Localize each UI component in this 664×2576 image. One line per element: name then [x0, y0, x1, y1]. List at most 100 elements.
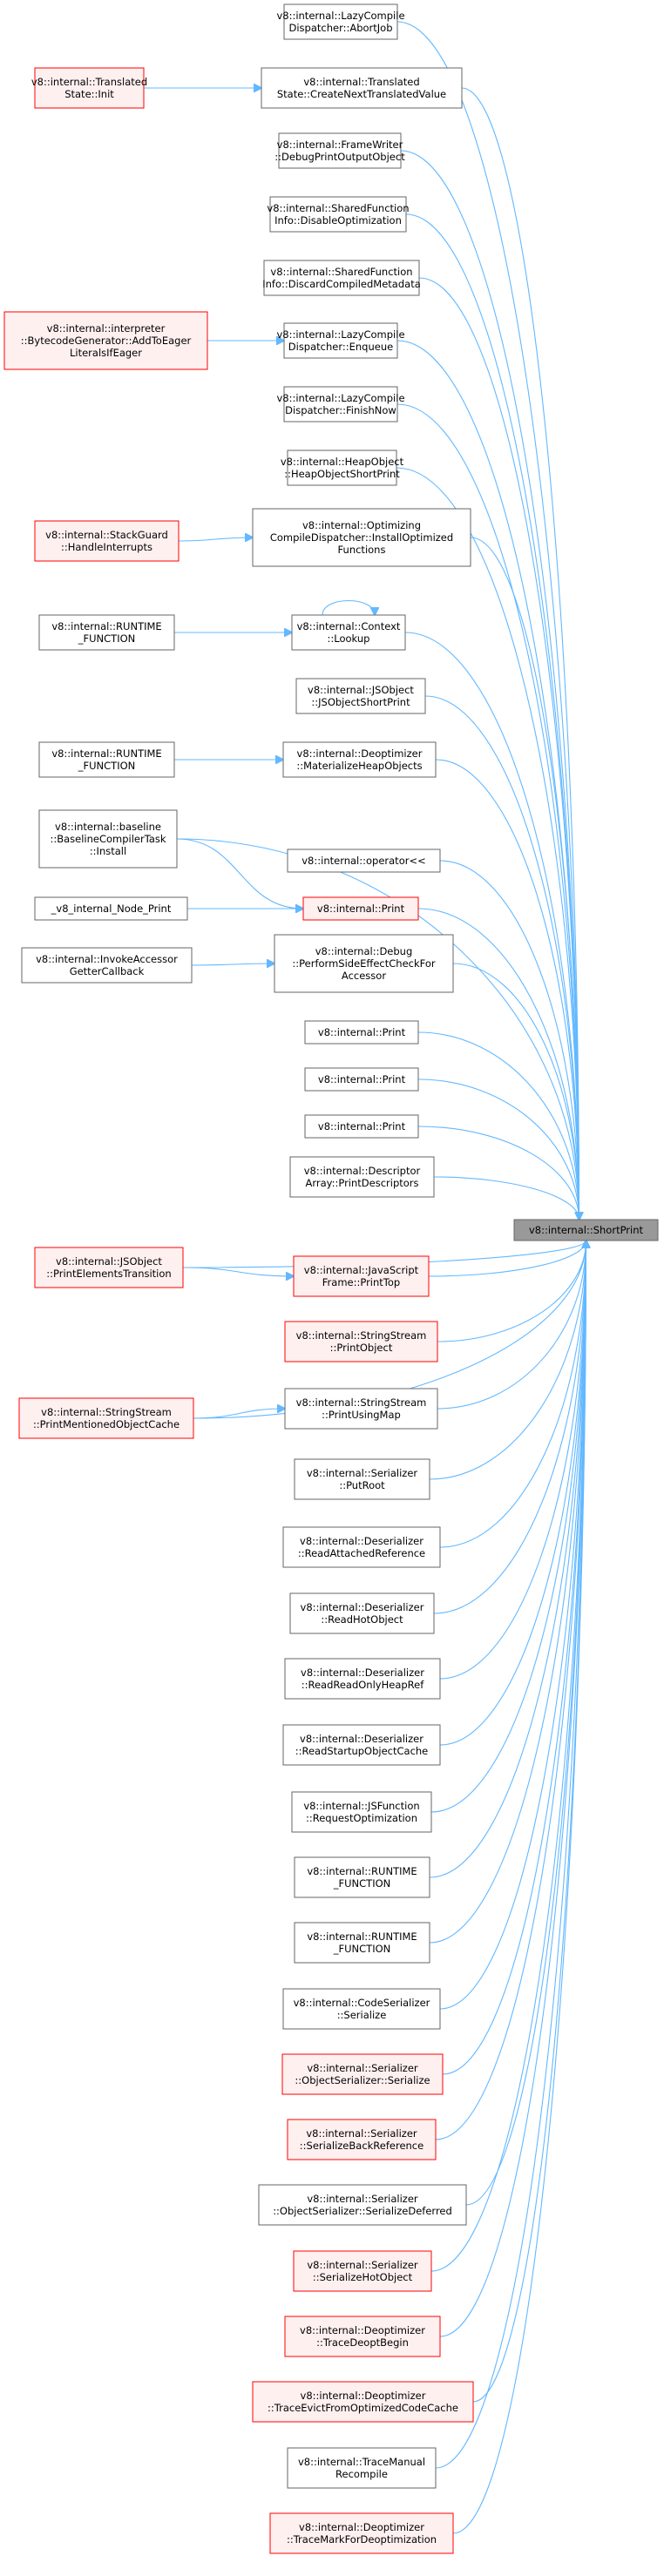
node-stackguard[interactable]: v8::internal::StackGuard::HandleInterrup…: [34, 520, 180, 562]
node-label-line: v8::internal::operator<<: [302, 855, 425, 867]
node-box: [284, 1388, 438, 1430]
node-label-line: v8::internal::StringStream: [296, 1329, 427, 1342]
node-ser_hot[interactable]: v8::internal::Serializer::SerializeHotOb…: [293, 2250, 432, 2292]
node-label-line: v8::internal::Deserializer: [300, 1733, 423, 1745]
edge-ser_putroot-to-shortprint: [429, 1241, 586, 1480]
target-node-shortprint[interactable]: v8::internal::ShortPrint: [513, 1219, 659, 1241]
node-label-line: v8::internal::Descriptor: [304, 1165, 421, 1177]
edge-heapobj-to-shortprint: [396, 467, 579, 1220]
node-print4[interactable]: v8::internal::Print: [304, 1114, 419, 1139]
edge-descarray-to-shortprint: [433, 1176, 579, 1220]
node-box: [21, 947, 193, 984]
edge-ss_usingmap-to-shortprint: [437, 1241, 586, 1410]
node-objser_def[interactable]: v8::internal::Serializer::ObjectSerializ…: [258, 2184, 467, 2226]
node-jsfunc_reqopt[interactable]: v8::internal::JSFunction::RequestOptimiz…: [291, 1791, 432, 1833]
node-op_lshift[interactable]: v8::internal::operator<<: [287, 849, 441, 873]
node-label-line: _v8_internal_Node_Print: [51, 903, 172, 915]
edge-print4-to-shortprint: [417, 1126, 579, 1220]
node-jsobj_short[interactable]: v8::internal::JSObject::JSObjectShortPri…: [295, 678, 426, 714]
node-sfi_discard[interactable]: v8::internal::SharedFunctionInfo::Discar…: [262, 260, 421, 296]
node-ss_mentioned[interactable]: v8::internal::StringStream::PrintMention…: [18, 1397, 194, 1439]
node-invokeaccessor[interactable]: v8::internal::InvokeAccessorGetterCallba…: [21, 947, 193, 984]
node-ss_usingmap[interactable]: v8::internal::StringStream::PrintUsingMa…: [284, 1388, 438, 1430]
node-label-line: ::HeapObjectShortPrint: [284, 468, 400, 480]
node-label-line: State::CreateNextTranslatedValue: [277, 88, 446, 100]
node-ctx_lookup[interactable]: v8::internal::Context::Lookup: [291, 614, 406, 651]
node-lazy_enqueue[interactable]: v8::internal::LazyCompileDispatcher::Enq…: [276, 322, 405, 359]
node-print3[interactable]: v8::internal::Print: [304, 1067, 419, 1092]
node-label-line: v8::internal::Print: [318, 1120, 406, 1132]
node-label-line: Functions: [338, 544, 386, 556]
node-label-line: _FUNCTION: [78, 632, 136, 645]
node-runtime1[interactable]: v8::internal::RUNTIME_FUNCTION: [38, 614, 175, 651]
node-box: [284, 1321, 438, 1362]
node-des_hot[interactable]: v8::internal::Deserializer::ReadHotObjec…: [289, 1592, 435, 1634]
node-sfi_disable[interactable]: v8::internal::SharedFunctionInfo::Disabl…: [267, 196, 410, 233]
node-deopt_evict[interactable]: v8::internal::Deoptimizer::TraceEvictFro…: [252, 2381, 474, 2423]
node-bytecodegen[interactable]: v8::internal::interpreter::BytecodeGener…: [3, 311, 208, 370]
node-box: [293, 2250, 432, 2292]
node-label-line: Info::DisableOptimization: [274, 214, 402, 226]
node-ss_printobj[interactable]: v8::internal::StringStream::PrintObject: [284, 1321, 438, 1362]
edge-sfi_disable-to-shortprint: [405, 213, 579, 1220]
node-runtime4[interactable]: v8::internal::RUNTIME_FUNCTION: [294, 1922, 430, 1964]
node-ser_backref[interactable]: v8::internal::Serializer::SerializeBackR…: [287, 2119, 437, 2160]
node-des_startup[interactable]: v8::internal::Deserializer::ReadStartupO…: [282, 1724, 441, 1766]
node-box: [38, 614, 175, 651]
node-baseline[interactable]: v8::internal::baseline::BaselineCompiler…: [38, 809, 178, 869]
node-box: [278, 132, 402, 169]
node-des_attached[interactable]: v8::internal::Deserializer::ReadAttached…: [282, 1526, 441, 1568]
node-optcompile[interactable]: v8::internal::OptimizingCompileDispatche…: [252, 508, 471, 567]
node-runtime2[interactable]: v8::internal::RUNTIME_FUNCTION: [38, 741, 175, 778]
node-jsobj_elem[interactable]: v8::internal::JSObject::PrintElementsTra…: [34, 1247, 184, 1288]
edge-deopt_mat-to-shortprint: [435, 759, 579, 1220]
node-label-line: v8::internal::JSObject: [308, 684, 414, 696]
node-label-line: Recompile: [335, 2468, 388, 2480]
node-lazy_finish[interactable]: v8::internal::LazyCompileDispatcher::Fin…: [276, 386, 405, 423]
edge-jsobj_elem-to-jsframe: [182, 1267, 294, 1276]
node-label-line: _FUNCTION: [333, 1943, 391, 1955]
node-objser_ser[interactable]: v8::internal::Serializer::ObjectSerializ…: [281, 2053, 444, 2095]
node-ser_putroot[interactable]: v8::internal::Serializer::PutRoot: [294, 1458, 430, 1500]
node-deopt_mat[interactable]: v8::internal::Deoptimizer::MaterializeHe…: [282, 741, 437, 778]
node-framewriter[interactable]: v8::internal::FrameWriter::DebugPrintOut…: [274, 132, 405, 169]
node-label-line: v8::internal::JavaScript: [304, 1264, 419, 1276]
node-label-line: v8::internal::Deserializer: [300, 1535, 423, 1547]
node-abortjob[interactable]: v8::internal::LazyCompileDispatcher::Abo…: [276, 3, 405, 40]
node-ts_create[interactable]: v8::internal::TranslatedState::CreateNex…: [261, 67, 463, 109]
edge-deopt_mark-to-shortprint: [452, 1241, 586, 2534]
node-descarray[interactable]: v8::internal::DescriptorArray::PrintDesc…: [289, 1156, 435, 1198]
node-label-line: ::ReadStartupObjectCache: [295, 1745, 429, 1757]
edge-tracemanual-to-shortprint: [435, 1241, 586, 2469]
edge-print2-to-shortprint: [417, 1031, 579, 1220]
edge-print_red-to-shortprint: [417, 908, 579, 1220]
edge-debug_side-to-shortprint: [452, 963, 579, 1220]
node-label-line: CompileDispatcher::InstallOptimized: [270, 531, 453, 544]
node-box: [269, 2512, 454, 2554]
edge-sfi_discard-to-shortprint: [418, 277, 579, 1220]
edge-jsobj_short-to-shortprint: [424, 695, 579, 1220]
edge-des_attached-to-shortprint: [439, 1241, 586, 1548]
node-box: [34, 67, 145, 109]
node-deopt_mark[interactable]: v8::internal::Deoptimizer::TraceMarkForD…: [269, 2512, 454, 2554]
node-label-line: v8::internal::JSObject: [56, 1255, 162, 1268]
node-label-line: ::PrintObject: [330, 1342, 393, 1354]
node-print2[interactable]: v8::internal::Print: [304, 1020, 419, 1045]
node-codeser[interactable]: v8::internal::CodeSerializer::Serialize: [282, 1988, 441, 2030]
node-deopt_begin[interactable]: v8::internal::Deoptimizer::TraceDeoptBeg…: [284, 2316, 441, 2357]
node-node_print[interactable]: _v8_internal_Node_Print: [34, 896, 188, 921]
node-runtime3[interactable]: v8::internal::RUNTIME_FUNCTION: [294, 1856, 430, 1898]
node-debug_side[interactable]: v8::internal::Debug::PerformSideEffectCh…: [274, 934, 454, 993]
node-heapobj[interactable]: v8::internal::HeapObject::HeapObjectShor…: [281, 450, 404, 486]
node-label-line: v8::internal::Serializer: [307, 1467, 418, 1479]
node-print_red[interactable]: v8::internal::Print: [302, 896, 419, 921]
edge-codeser-to-shortprint: [439, 1241, 586, 2010]
node-des_rorh[interactable]: v8::internal::Deserializer::ReadReadOnly…: [284, 1658, 441, 1700]
node-label-line: v8::internal::RUNTIME: [307, 1865, 417, 1877]
node-box: [258, 2184, 467, 2226]
node-label-line: ::ReadReadOnlyHeapRef: [302, 1679, 425, 1691]
node-label-line: v8::internal::StringStream: [41, 1406, 172, 1418]
